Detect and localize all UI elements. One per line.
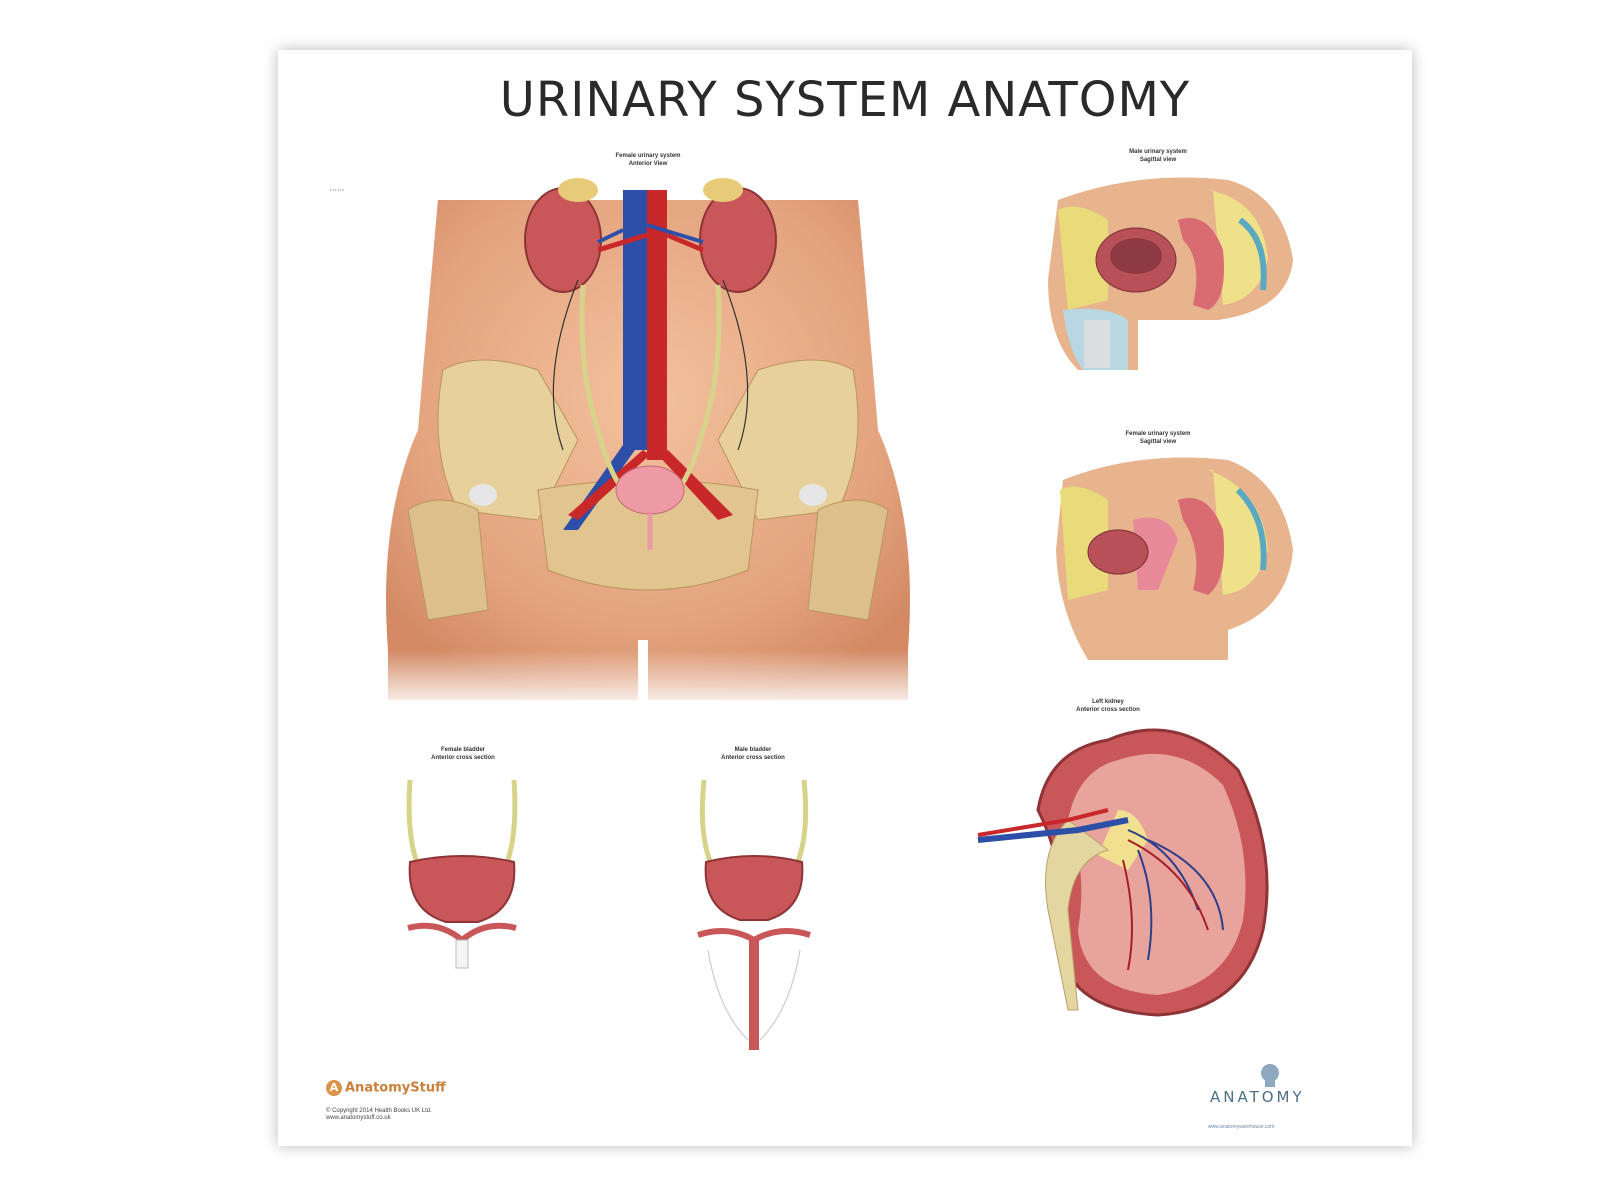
male-sagittal-illustration — [1048, 177, 1293, 370]
female-sagittal-caption: Female urinary system Sagittal view — [1078, 430, 1238, 446]
male-sagittal-caption: Male urinary system Sagittal view — [1078, 148, 1238, 164]
anatomystuff-logo-text: AnatomyStuff — [345, 1080, 446, 1096]
male-sagittal-title: Male urinary system — [1129, 149, 1187, 155]
anatomy-poster: URINARY SYSTEM ANATOMY Female urinary sy… — [278, 50, 1412, 1146]
female-bladder-caption: Female bladder Anterior cross section — [398, 746, 528, 762]
female-sagittal-illustration — [1056, 457, 1293, 660]
anatomystuff-logo-icon: A — [326, 1080, 342, 1096]
female-bladder-illustration — [406, 779, 518, 969]
male-bladder-subtitle: Anterior cross section — [721, 755, 785, 761]
female-anterior-title: Female urinary system — [615, 153, 681, 159]
female-bladder-subtitle: Anterior cross section — [431, 755, 495, 761]
male-bladder-title: Male bladder — [734, 747, 772, 753]
label: • • • • • • — [330, 187, 344, 192]
left-kidney-title: Left kidney — [1092, 699, 1124, 705]
male-bladder-illustration — [697, 779, 811, 1050]
left-kidney-subtitle: Anterior cross section — [1076, 707, 1140, 713]
female-bladder-title: Female bladder — [440, 747, 485, 753]
female-anterior-caption: Female urinary system Anterior View — [548, 152, 748, 168]
anatomy-logo-text: ANATOMY — [1210, 1088, 1305, 1106]
poster-title: URINARY SYSTEM ANATOMY — [499, 72, 1191, 128]
copyright-url: www.anatomystuff.co.uk — [326, 1115, 391, 1121]
male-sagittal-subtitle: Sagittal view — [1139, 157, 1177, 163]
female-sagittal-title: Female urinary system — [1125, 431, 1191, 437]
male-bladder-caption: Male bladder Anterior cross section — [688, 746, 818, 762]
anatomy-head-icon — [1261, 1064, 1279, 1087]
left-kidney-caption: Left kidney Anterior cross section — [1048, 698, 1168, 714]
copyright-line: © Copyright 2014 Health Books UK Ltd. — [326, 1108, 432, 1114]
female-sagittal-subtitle: Sagittal view — [1139, 439, 1177, 445]
female-anterior-subtitle: Anterior View — [628, 161, 668, 167]
copyright-text: © Copyright 2014 Health Books UK Ltd. ww… — [326, 1108, 432, 1122]
anatomy-logo-url: www.anatomywarehouse.com — [1208, 1124, 1275, 1130]
left-kidney-illustration — [977, 728, 1269, 1017]
female-anterior-illustration — [378, 178, 918, 710]
